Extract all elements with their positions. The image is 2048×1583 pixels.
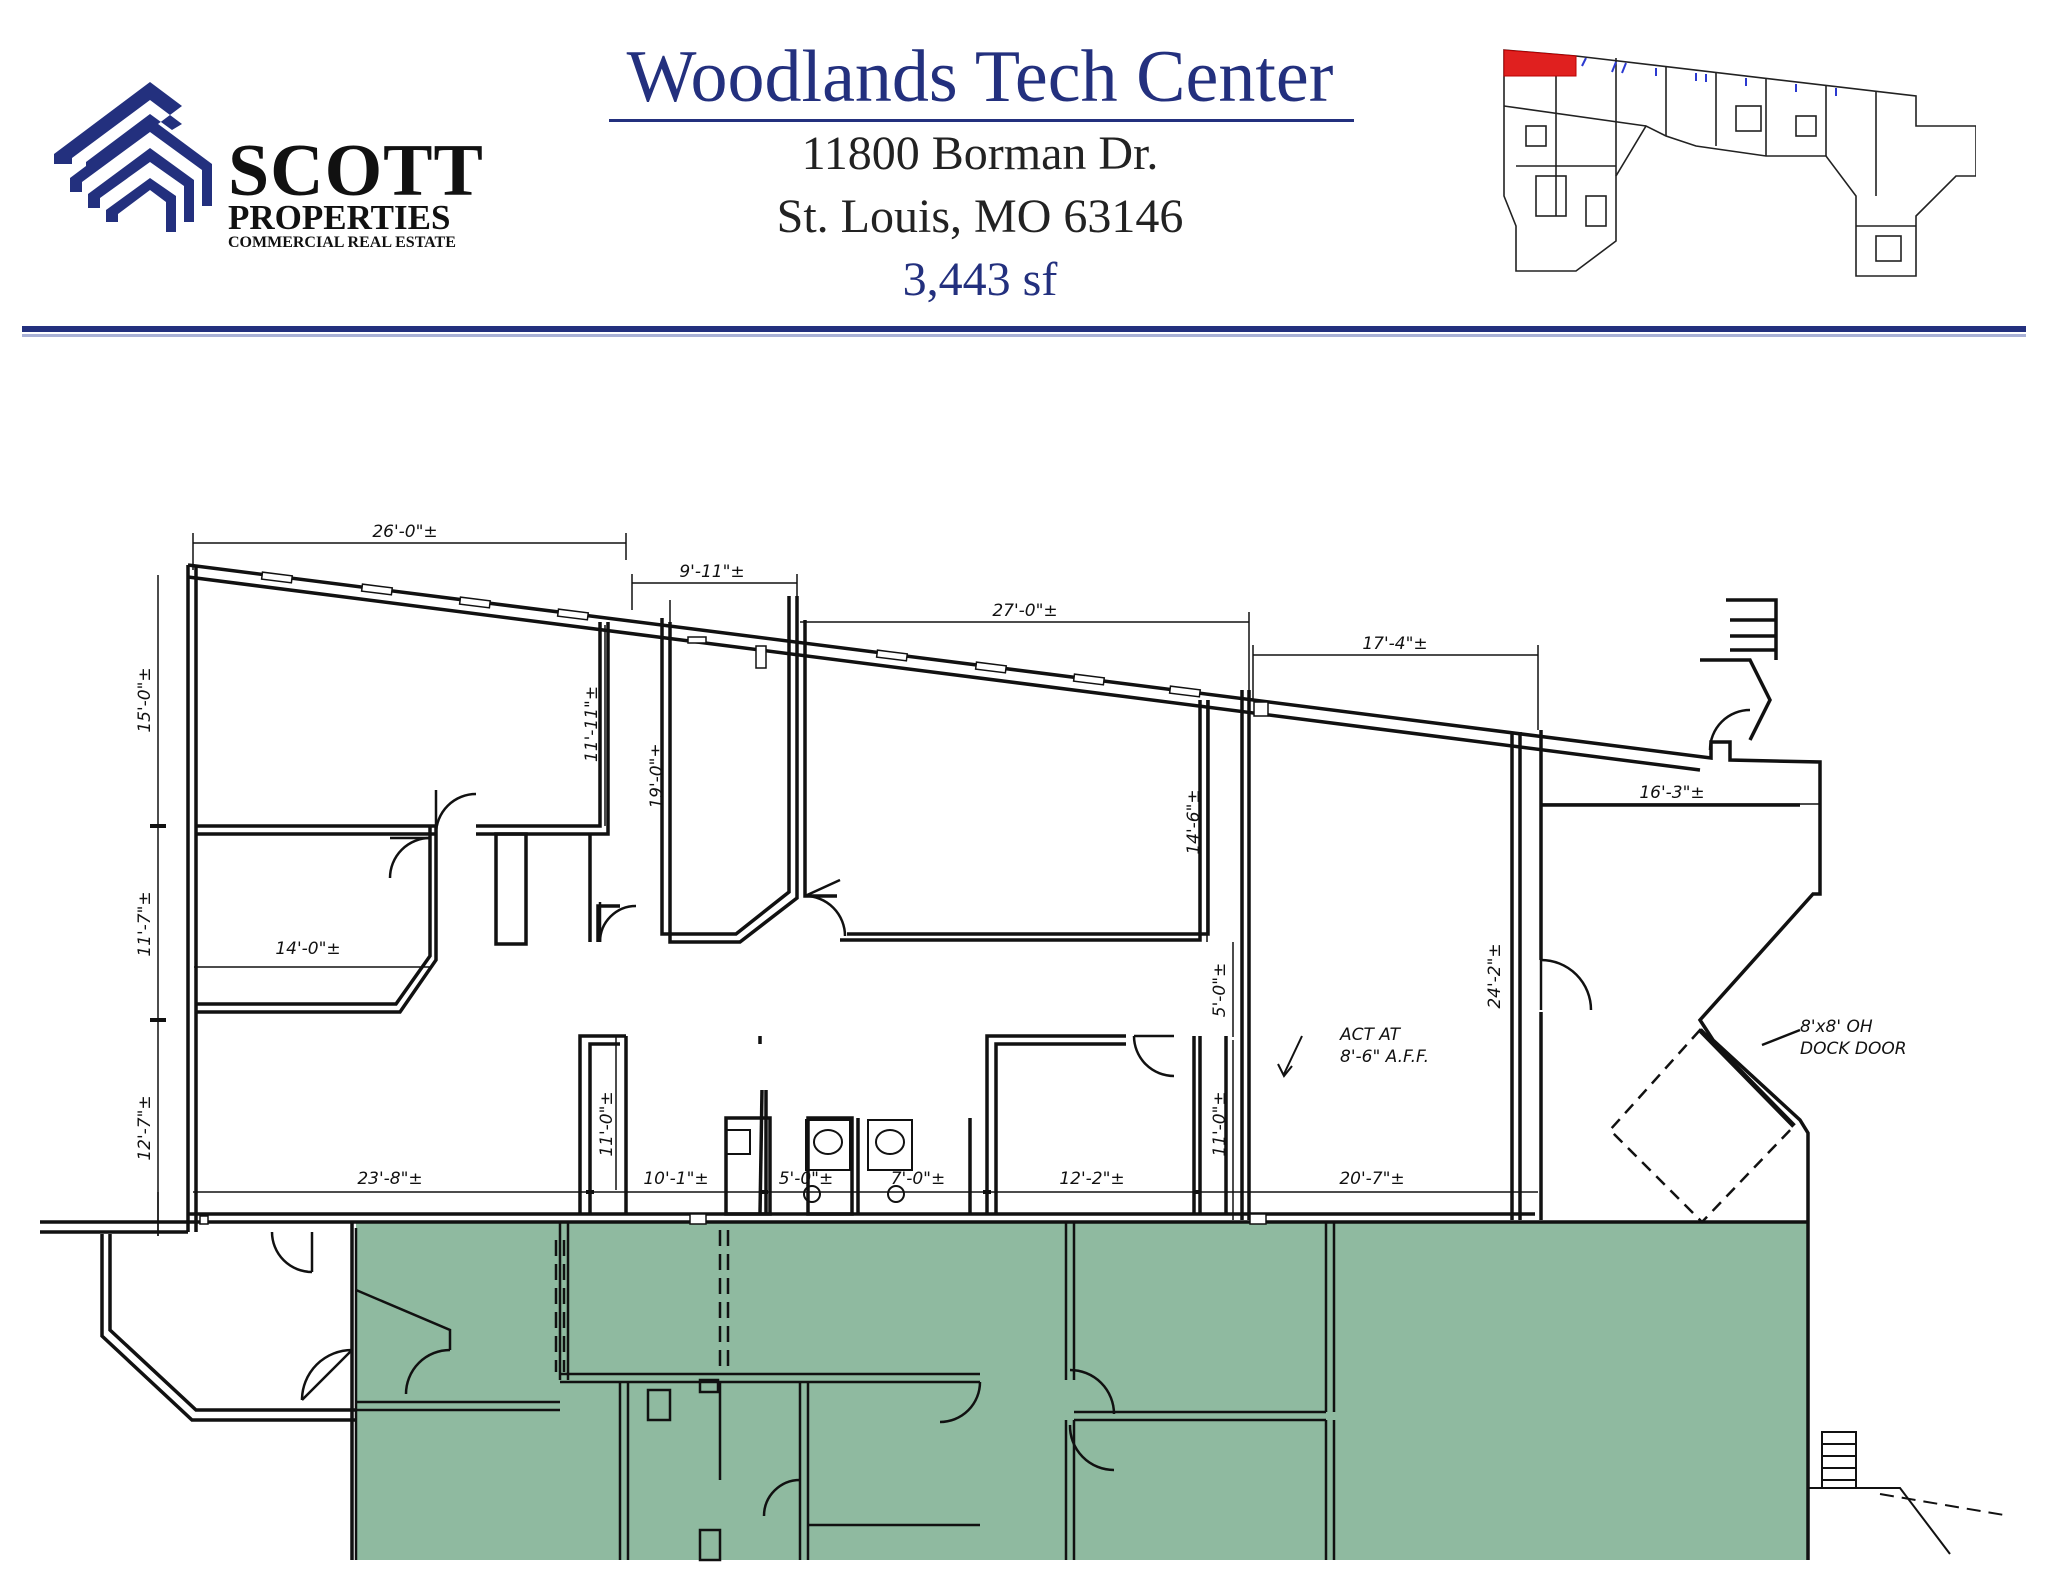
plan-notes: ACT AT 8'-6" A.F.F. 8'x8' OH DOCK DOOR [1277,1017,1907,1078]
adjacent-leased-space [356,1222,1808,1560]
dim-14-6: 14'-6"± [1184,789,1204,854]
dim-12-7: 12'-7"± [135,1095,155,1160]
building-key-map [1503,49,1976,277]
dim-23-8: 23'-8"± [357,1169,422,1189]
windows [199,571,1269,1225]
dim-11-0-b: 11'-0"± [1210,1091,1230,1156]
address-line-2: St. Louis, MO 63146 [776,190,1184,243]
header-rule-accent [22,334,2026,337]
ceiling-note-line-1: ACT AT [1339,1025,1402,1045]
logo-name: SCOTT [228,130,484,212]
dim-14-0: 14'-0"± [275,939,340,959]
dimension-labels: 26'-0"± 9'-11"± 27'-0"± 17'-4"± 16'-3"± … [135,522,1705,1189]
dim-12-2: 12'-2"± [1059,1169,1124,1189]
door-swings [270,708,1751,1517]
dim-16-3: 16'-3"± [1639,783,1704,803]
dim-11-0-a: 11'-0"± [597,1091,617,1156]
square-footage: 3,443 sf [902,253,1058,306]
dock-note-line-2: DOCK DOOR [1800,1039,1907,1059]
address-line-1: 11800 Borman Dr. [801,127,1159,180]
dim-7-0: 7'-0"± [891,1169,946,1189]
header-rule [22,326,2026,332]
building-title: Woodlands Tech Center [626,36,1334,118]
scott-properties-logo: SCOTT PROPERTIES COMMERCIAL REAL ESTATE [52,82,492,252]
dim-9-11: 9'-11"± [679,562,744,582]
dim-5-0-v: 5'-0"± [1210,963,1230,1018]
dim-10-1: 10'-1"± [643,1169,708,1189]
ceiling-note-line-2: 8'-6" A.F.F. [1340,1047,1429,1067]
logo-subtitle: PROPERTIES [228,198,451,237]
dimension-lines [150,533,1820,1236]
chevron-roof-icon [54,82,212,232]
dim-19-0: 19'-0"± [647,743,667,808]
dim-5-0-h: 5'-0"± [779,1169,834,1189]
dim-20-7: 20'-7"± [1339,1169,1404,1189]
dock-note-line-1: 8'x8' OH [1800,1017,1873,1037]
dim-11-11: 11'-11"± [582,686,602,762]
dim-15-0: 15'-0"± [135,667,155,732]
header: SCOTT PROPERTIES COMMERCIAL REAL ESTATE … [0,0,2048,345]
dim-17-4: 17'-4"± [1362,634,1427,654]
walls [40,563,1822,1560]
dim-27-0: 27'-0"± [992,601,1057,621]
restroom-fixtures [725,1119,913,1203]
title-underline [609,119,1354,122]
dim-26-0: 26'-0"± [372,522,437,542]
leased-space-highlight [1503,49,1577,77]
logo-tagline: COMMERCIAL REAL ESTATE [228,234,456,251]
dock-door [1608,1028,1801,1224]
leader-arrow-icon [1277,1035,1303,1078]
exterior-stairs [1808,1431,2011,1555]
dim-11-7: 11'-7"± [135,891,155,956]
dim-24-2: 24'-2"± [1485,943,1505,1008]
adjacent-space-walls [354,1222,1336,1562]
